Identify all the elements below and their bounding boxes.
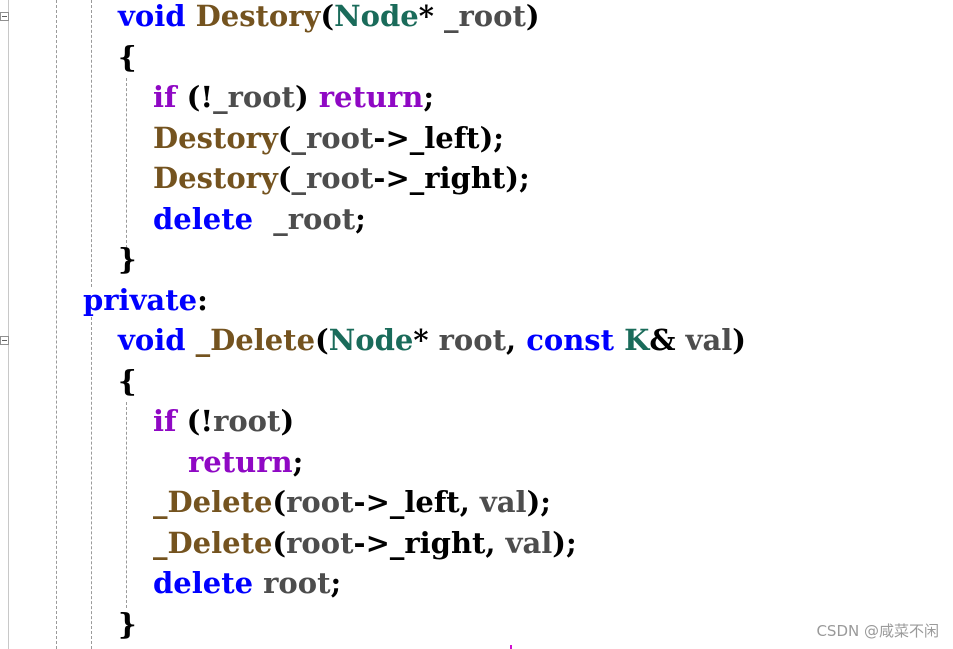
code-token: { bbox=[118, 363, 137, 398]
code-line[interactable]: return; bbox=[188, 442, 303, 482]
indent-guide bbox=[91, 317, 92, 649]
code-token: ) bbox=[732, 323, 747, 357]
code-token: Destory bbox=[195, 0, 321, 33]
code-line[interactable]: { bbox=[118, 361, 137, 401]
code-line[interactable]: _Delete(root->_left, val); bbox=[153, 482, 551, 522]
indent-guide bbox=[126, 78, 127, 248]
code-line[interactable]: { bbox=[118, 37, 137, 77]
code-line[interactable]: if (!root) bbox=[153, 401, 294, 441]
code-token: } bbox=[118, 242, 137, 276]
code-token: ); bbox=[526, 485, 552, 519]
code-token: ->_right); bbox=[373, 161, 530, 195]
collapse-icon[interactable] bbox=[0, 336, 9, 345]
code-token: (! bbox=[176, 80, 214, 114]
code-line[interactable]: _Delete(root->_right, val); bbox=[153, 523, 577, 563]
code-line[interactable]: Destory(_root->_right); bbox=[153, 158, 530, 198]
code-token: _root bbox=[213, 80, 295, 114]
code-token: _Delete bbox=[153, 485, 273, 519]
code-token: void bbox=[118, 0, 186, 33]
gutter-line bbox=[8, 0, 9, 649]
code-token: ) bbox=[525, 0, 540, 33]
code-token: root bbox=[438, 323, 506, 357]
code-token: if bbox=[153, 404, 177, 438]
collapse-icon[interactable] bbox=[0, 12, 9, 21]
code-token: ->_left); bbox=[373, 120, 505, 155]
code-token: val bbox=[505, 525, 553, 560]
code-token: root bbox=[286, 485, 354, 519]
code-token: root bbox=[263, 566, 331, 600]
code-token: & bbox=[649, 323, 686, 357]
code-token: _root bbox=[444, 0, 526, 33]
code-token: ) bbox=[294, 80, 319, 114]
code-token: ->_right, bbox=[353, 525, 506, 560]
code-token: ( bbox=[315, 323, 329, 357]
code-token bbox=[253, 202, 273, 236]
code-token: return bbox=[188, 444, 293, 479]
code-token: Node bbox=[328, 323, 414, 357]
code-token: , bbox=[506, 323, 527, 357]
code-token: delete bbox=[153, 201, 254, 236]
code-token: ) bbox=[280, 404, 295, 438]
code-token: root bbox=[213, 404, 281, 438]
code-token: ; bbox=[355, 201, 366, 236]
code-line[interactable]: if (!_root) return; bbox=[153, 77, 434, 117]
code-line[interactable]: } bbox=[118, 604, 137, 644]
code-token: _Delete bbox=[195, 323, 316, 357]
caret-marker bbox=[510, 645, 512, 649]
code-token: Destory bbox=[153, 120, 278, 155]
code-line[interactable]: private: bbox=[83, 280, 208, 320]
code-token: delete bbox=[153, 566, 254, 600]
code-token: } bbox=[118, 606, 137, 641]
code-token: ; bbox=[292, 444, 304, 479]
code-line[interactable]: delete _root; bbox=[153, 199, 366, 239]
code-token: ( bbox=[320, 0, 335, 33]
watermark: CSDN @咸菜不闲 bbox=[816, 622, 939, 640]
code-token bbox=[186, 0, 196, 33]
indent-guide bbox=[91, 0, 92, 287]
code-token: (! bbox=[176, 404, 214, 438]
code-line[interactable]: Destory(_root->_left); bbox=[153, 118, 504, 158]
code-token bbox=[614, 323, 624, 357]
code-token: if bbox=[153, 80, 177, 114]
code-token: val bbox=[685, 323, 733, 357]
code-token bbox=[186, 323, 196, 357]
code-line[interactable]: void Destory(Node* _root) bbox=[118, 0, 540, 36]
code-token: ->_left, bbox=[353, 485, 480, 519]
code-token: private bbox=[83, 282, 198, 317]
code-line[interactable]: } bbox=[118, 239, 137, 279]
code-token: _Delete bbox=[153, 525, 273, 560]
code-token: _root bbox=[273, 201, 356, 236]
code-token: ; bbox=[330, 566, 342, 600]
code-token: const bbox=[526, 323, 615, 357]
code-token: : bbox=[197, 282, 208, 317]
code-token: ( bbox=[272, 525, 287, 560]
code-token: root bbox=[286, 525, 354, 560]
code-token: K bbox=[624, 323, 650, 357]
code-token: * bbox=[418, 0, 444, 33]
code-token: ); bbox=[552, 525, 577, 560]
code-token bbox=[253, 566, 263, 600]
code-token: ( bbox=[277, 161, 292, 195]
code-token: _root bbox=[291, 120, 374, 155]
code-token: ; bbox=[423, 80, 435, 114]
code-token: val bbox=[479, 485, 527, 519]
code-token: ( bbox=[277, 120, 292, 155]
code-token: { bbox=[118, 39, 137, 74]
code-token: return bbox=[318, 80, 424, 114]
indent-guide bbox=[126, 402, 127, 608]
code-token: Destory bbox=[153, 161, 278, 195]
code-line[interactable]: delete root; bbox=[153, 563, 341, 603]
code-token: ( bbox=[272, 485, 287, 519]
code-token: * bbox=[413, 323, 439, 357]
indent-guide bbox=[56, 0, 57, 649]
code-line[interactable]: void _Delete(Node* root, const K& val) bbox=[118, 320, 746, 360]
code-token: _root bbox=[291, 161, 374, 195]
code-token: Node bbox=[334, 0, 419, 33]
code-token: void bbox=[118, 323, 186, 357]
